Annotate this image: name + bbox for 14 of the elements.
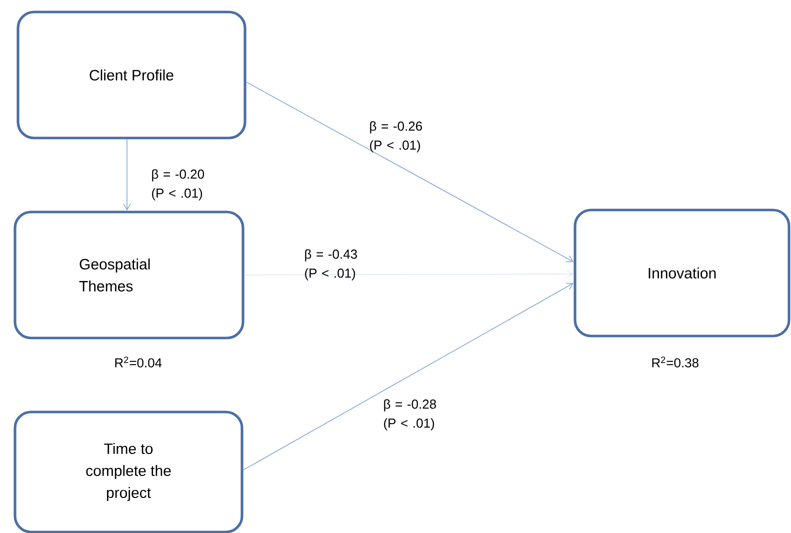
edge-label: β = -0.26 (P < .01) [370,121,422,152]
edge-label: β = -0.28 (P < .01) [384,399,436,430]
process-box: Geospatial Themes [14,210,244,340]
arrow [246,82,574,262]
r-squared-label: R$^{2}$=0.38 [652,356,698,368]
r-squared-label: R$^{2}$=0.04 [115,356,162,368]
arrow [242,282,574,470]
process-box: Time to complete the project [14,410,244,533]
arrow [123,138,131,211]
process-box: Innovation [574,208,790,338]
process-box: Client Profile [16,10,246,140]
edge-label: β = -0.20 (P < .01) [152,169,204,200]
edge-label: β = -0.43 (P < .01) [305,249,357,280]
arrow [244,270,574,278]
